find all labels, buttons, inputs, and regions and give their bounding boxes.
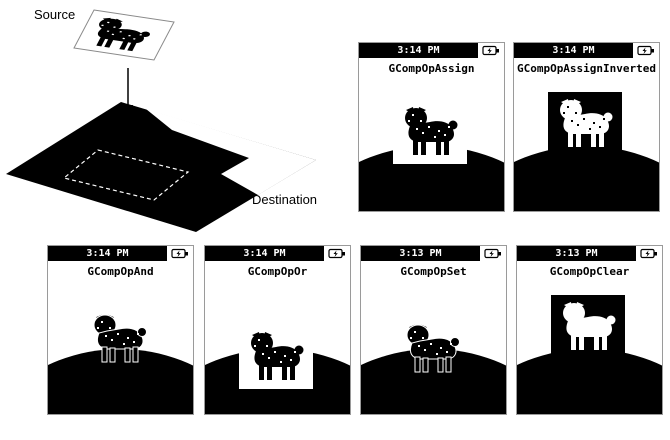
- source-label: Source: [34, 7, 75, 22]
- screen-art: [361, 281, 506, 414]
- screen-title: GCompOpAssign: [388, 62, 475, 75]
- watch-screen-clear: 3:13 PM GCompOpClear: [516, 245, 663, 415]
- status-time: 3:14 PM: [205, 246, 324, 261]
- screen-title: GCompOpAssignInverted: [516, 62, 657, 75]
- status-bar: 3:14 PM: [514, 43, 659, 58]
- watch-screen-or: 3:14 PM GCompOpOr: [204, 245, 351, 415]
- status-time: 3:13 PM: [361, 246, 480, 261]
- watch-screen-and: 3:14 PM GCompOpAnd: [47, 245, 194, 415]
- screen-art: [205, 281, 350, 414]
- dog-image: [395, 317, 469, 381]
- watch-screen-set: 3:13 PM GCompOpSet: [360, 245, 507, 415]
- status-bar: 3:13 PM: [517, 246, 662, 261]
- battery-icon: [324, 246, 350, 261]
- dog-image: [239, 325, 313, 389]
- status-time: 3:14 PM: [514, 43, 633, 58]
- battery-icon: [636, 246, 662, 261]
- hill-graphic: [517, 349, 662, 414]
- source-thumbnail: [73, 9, 175, 61]
- status-bar: 3:13 PM: [361, 246, 506, 261]
- destination-clip-rect: [62, 149, 190, 201]
- screen-title: GCompOpClear: [549, 265, 630, 278]
- battery-icon: [478, 43, 504, 58]
- screen-art: [514, 78, 659, 211]
- dog-image: [551, 295, 625, 359]
- dog-image: [393, 100, 467, 164]
- status-bar: 3:14 PM: [205, 246, 350, 261]
- screen-title: GCompOpAnd: [87, 265, 154, 278]
- watch-screen-assign-inverted: 3:14 PM GCompOpAssignInverted: [513, 42, 660, 212]
- compositing-diagram: Source Destination: [6, 7, 317, 232]
- screen-art: [359, 78, 504, 211]
- status-time: 3:14 PM: [359, 43, 478, 58]
- battery-icon: [167, 246, 193, 261]
- status-time: 3:14 PM: [48, 246, 167, 261]
- status-bar: 3:14 PM: [359, 43, 504, 58]
- destination-plane: [6, 102, 316, 232]
- screen-art: [48, 281, 193, 414]
- dog-image: [82, 307, 156, 371]
- hill-graphic: [48, 349, 193, 414]
- status-bar: 3:14 PM: [48, 246, 193, 261]
- screen-art: [517, 281, 662, 414]
- battery-icon: [480, 246, 506, 261]
- destination-label: Destination: [252, 192, 317, 207]
- screen-title: GCompOpSet: [400, 265, 467, 278]
- hill-graphic: [514, 146, 659, 211]
- watch-screen-assign: 3:14 PM GCompOpAssign: [358, 42, 505, 212]
- hill-graphic: [361, 349, 506, 414]
- screen-title: GCompOpOr: [247, 265, 308, 278]
- status-time: 3:13 PM: [517, 246, 636, 261]
- battery-icon: [633, 43, 659, 58]
- dog-image: [548, 92, 622, 156]
